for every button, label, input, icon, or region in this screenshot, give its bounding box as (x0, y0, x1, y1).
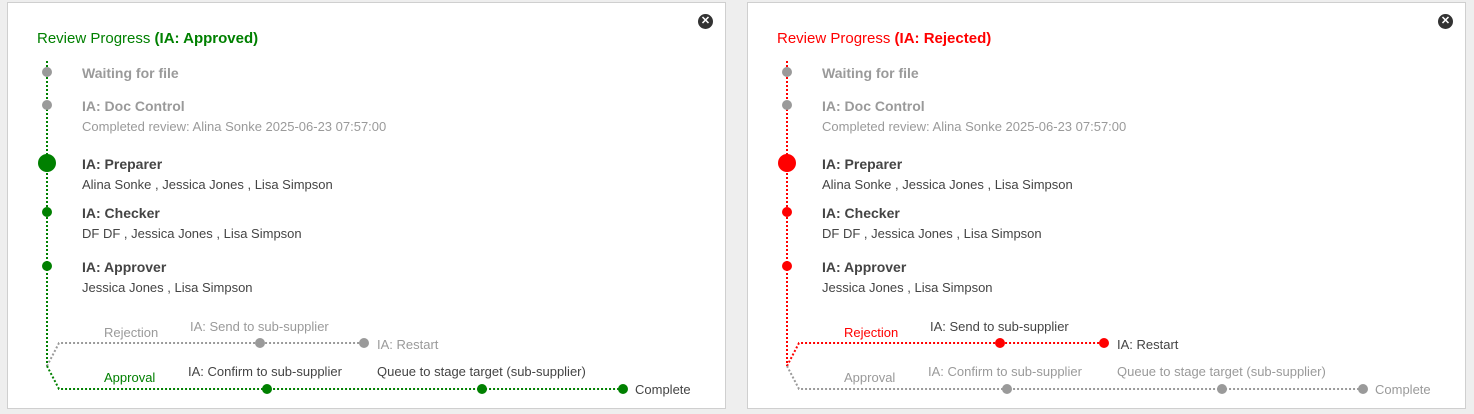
approval-step-dot (1358, 384, 1368, 394)
rejection-step-label: IA: Restart (1117, 337, 1179, 352)
step-name: IA: Checker (82, 205, 160, 221)
step-detail: Alina Sonke , Jessica Jones , Lisa Simps… (822, 177, 1073, 192)
rejection-step-dot (995, 338, 1005, 348)
step-detail: Jessica Jones , Lisa Simpson (822, 280, 993, 295)
rejection-step-label: IA: Send to sub-supplier (190, 319, 329, 334)
rejection-step-label: IA: Restart (377, 337, 439, 352)
step-dot (42, 100, 52, 110)
approval-label: Approval (104, 370, 156, 385)
approval-step-label: IA: Confirm to sub-supplier (928, 364, 1082, 379)
step-detail: Jessica Jones , Lisa Simpson (82, 280, 253, 295)
approval-step-dot (1217, 384, 1227, 394)
panel-title: Review Progress (IA: Rejected) (777, 31, 991, 46)
step-dot (42, 207, 52, 217)
step-name: Waiting for file (822, 65, 919, 81)
title-label: Review Progress (777, 30, 895, 47)
step-dot (778, 154, 796, 172)
step-dot (42, 261, 52, 271)
close-icon[interactable]: ✕ (1438, 14, 1453, 29)
step-name: Waiting for file (82, 65, 179, 81)
step-dot (42, 67, 52, 77)
step-dot (782, 67, 792, 77)
step-name: IA: Approver (822, 259, 907, 275)
status-badge: (IA: Rejected) (894, 30, 992, 47)
step-dot (782, 261, 792, 271)
rejection-step-label: IA: Send to sub-supplier (930, 319, 1069, 334)
approval-step-label: Complete (635, 382, 691, 397)
approval-step-dot (1002, 384, 1012, 394)
approval-step-dot (262, 384, 272, 394)
step-detail: Completed review: Alina Sonke 2025-06-23… (822, 119, 1127, 134)
step-dot (782, 207, 792, 217)
step-name: IA: Approver (82, 259, 167, 275)
rejection-step-dot (1099, 338, 1109, 348)
step-name: IA: Preparer (82, 156, 163, 172)
step-detail: DF DF , Jessica Jones , Lisa Simpson (822, 226, 1042, 241)
timeline-graphic (38, 61, 628, 394)
status-badge: (IA: Approved) (154, 30, 259, 47)
step-name: IA: Preparer (822, 156, 903, 172)
review-progress-panel-approved: Review Progress (IA: Approved) ✕ Waiting f… (7, 2, 726, 409)
rejection-step-dot (255, 338, 265, 348)
rejection-branch-line (786, 342, 1104, 367)
rejection-label: Rejection (104, 325, 159, 340)
step-detail: DF DF , Jessica Jones , Lisa Simpson (82, 226, 302, 241)
approval-branch-line (46, 365, 623, 390)
approval-step-dot (618, 384, 628, 394)
step-dot (38, 154, 56, 172)
step-name: IA: Doc Control (82, 98, 185, 114)
approval-step-dot (477, 384, 487, 394)
approval-step-label: Complete (1375, 382, 1431, 397)
panel-title: Review Progress (IA: Approved) (37, 31, 258, 46)
title-label: Review Progress (37, 30, 155, 47)
step-detail: Alina Sonke , Jessica Jones , Lisa Simps… (82, 177, 333, 192)
step-name: IA: Doc Control (822, 98, 925, 114)
step-dot (782, 100, 792, 110)
approval-step-label: Queue to stage target (sub-supplier) (1117, 364, 1326, 379)
approval-step-label: Queue to stage target (sub-supplier) (377, 364, 586, 379)
approval-step-label: IA: Confirm to sub-supplier (188, 364, 342, 379)
step-name: IA: Checker (822, 205, 900, 221)
timeline-graphic (778, 61, 1368, 394)
approval-branch-line (786, 365, 1363, 390)
rejection-label: Rejection (844, 325, 899, 340)
rejection-branch-line (46, 342, 364, 367)
approval-label: Approval (844, 370, 896, 385)
review-progress-panel-rejected: Review Progress (IA: Rejected) ✕ Waiting f… (747, 2, 1466, 409)
rejection-step-dot (359, 338, 369, 348)
close-icon[interactable]: ✕ (698, 14, 713, 29)
step-detail: Completed review: Alina Sonke 2025-06-23… (82, 119, 387, 134)
